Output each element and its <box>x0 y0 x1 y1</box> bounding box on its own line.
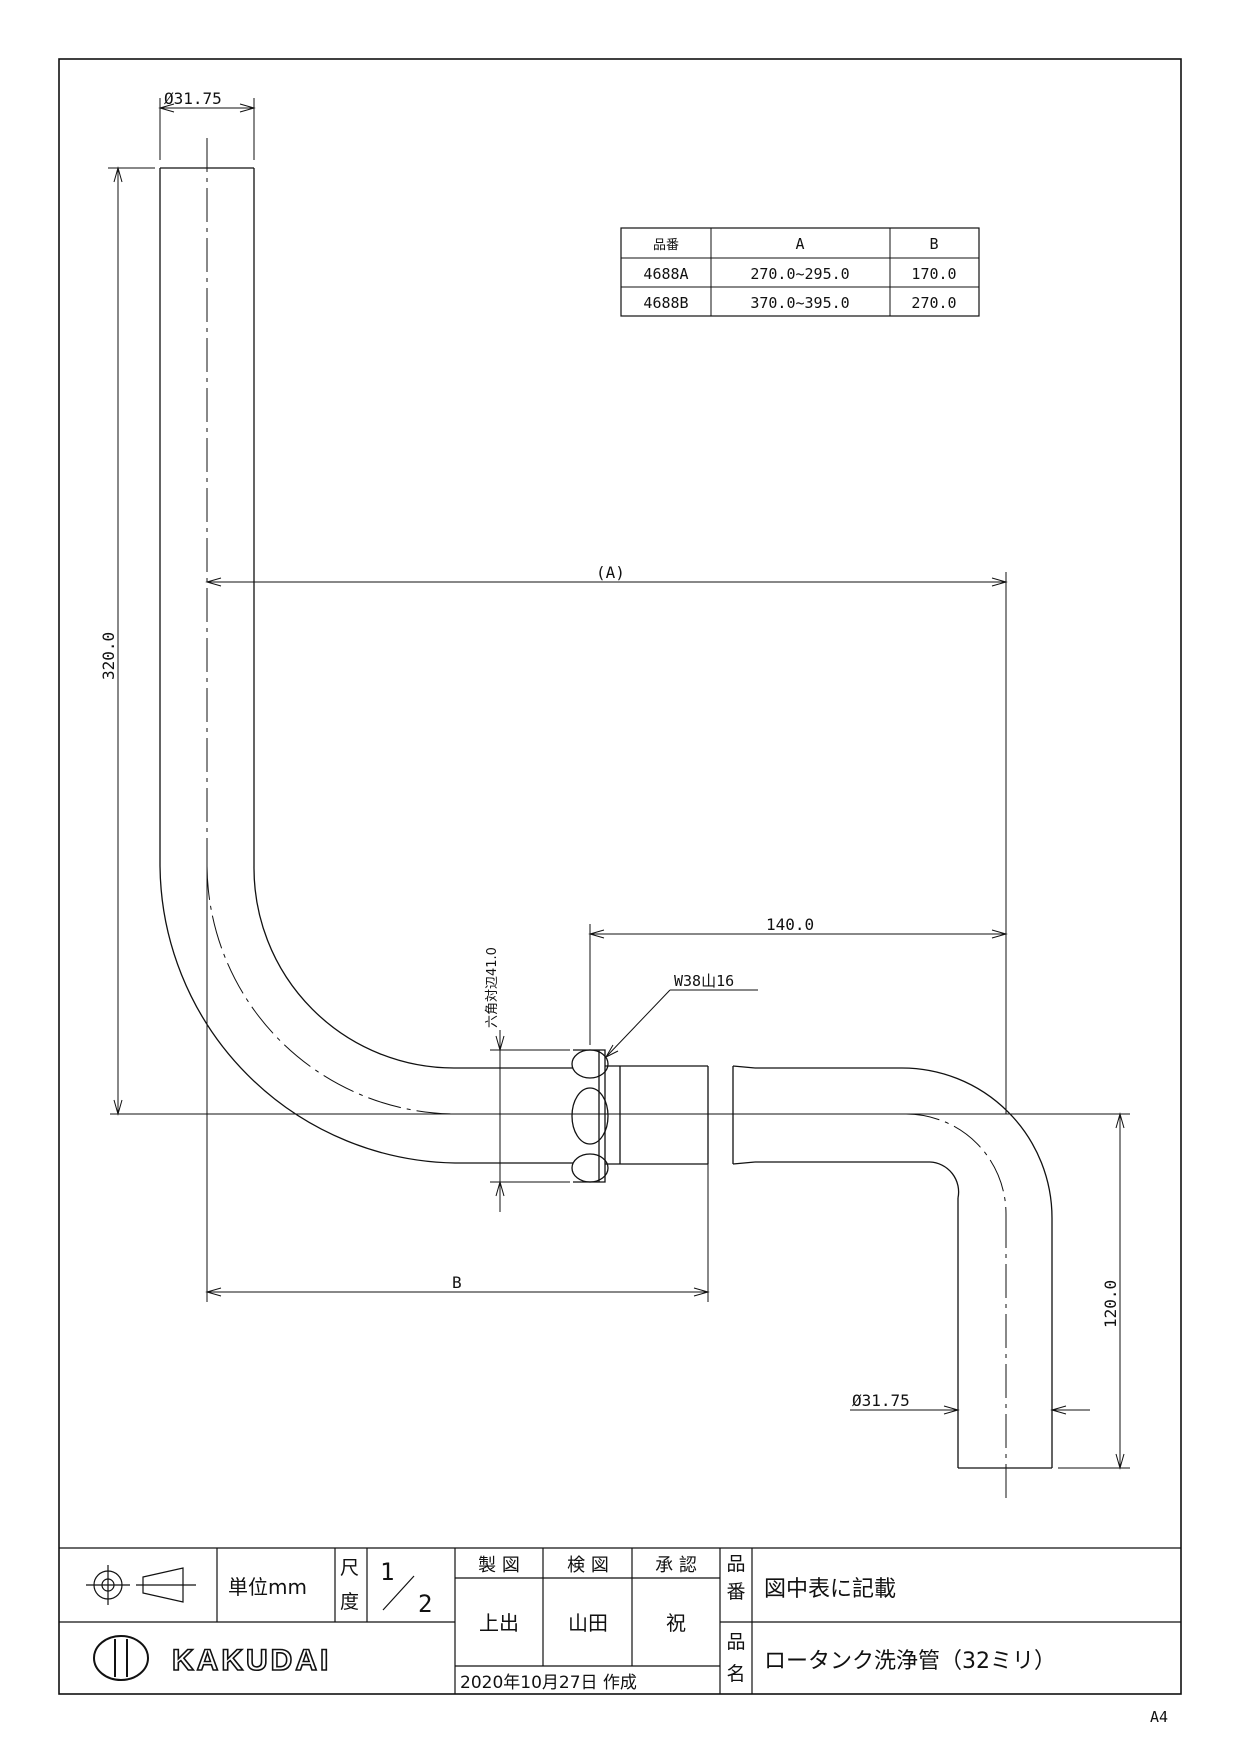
table-cell: 270.0~295.0 <box>750 265 849 283</box>
table-cell: 170.0 <box>911 265 956 283</box>
top-diameter-label: Ø31.75 <box>164 89 222 108</box>
drawn-by: 上出 <box>479 1611 519 1635</box>
approved-by: 祝 <box>666 1611 686 1635</box>
thread-label: W38山16 <box>674 972 734 990</box>
checked-by: 山田 <box>568 1611 608 1635</box>
checked-label: 検 図 <box>567 1555 609 1576</box>
paper-size-label: A4 <box>1150 1708 1168 1726</box>
part-no-value: 図中表に記載 <box>764 1577 896 1602</box>
kakudai-logo-icon <box>93 1635 149 1681</box>
drawn-label: 製 図 <box>478 1555 520 1576</box>
scale-denominator: 2 <box>418 1590 432 1618</box>
span-140-label: 140.0 <box>766 915 814 934</box>
height-left-label: 320.0 <box>99 632 118 680</box>
part-name-label: 名 <box>726 1663 745 1685</box>
part-name-value: ロータンク洗浄管（32ミリ） <box>764 1649 1056 1674</box>
title-block <box>59 1547 1181 1694</box>
table-cell: 4688A <box>643 265 688 283</box>
scale-label: 尺 <box>340 1557 359 1579</box>
bottom-diameter-label: Ø31.75 <box>852 1391 910 1410</box>
scale-label: 度 <box>340 1591 359 1613</box>
scale-fraction-bar <box>382 1575 415 1611</box>
center-lines <box>206 138 1007 1500</box>
spec-table: 品番 A B 4688A 270.0~295.0 170.0 4688B 370… <box>620 227 980 317</box>
part-no-label: 番 <box>726 1581 745 1603</box>
unit-label: 単位mm <box>228 1575 307 1599</box>
hex-width-label: 六角対辺41.0 <box>485 947 500 1028</box>
third-angle-projection-icon <box>86 1565 196 1605</box>
company-logo-text: KAKUDAI <box>172 1644 331 1677</box>
table-header-b: B <box>929 235 938 253</box>
height-right-label: 120.0 <box>1101 1280 1120 1328</box>
table-header-a: A <box>795 235 804 253</box>
sheet-border <box>58 58 1182 1695</box>
table-cell: 4688B <box>643 294 688 312</box>
pipe-drawing <box>159 167 1053 1469</box>
table-cell: 370.0~395.0 <box>750 294 849 312</box>
approved-label: 承 認 <box>655 1555 697 1576</box>
part-no-label: 品 <box>726 1553 745 1575</box>
part-name-label: 品 <box>726 1631 745 1653</box>
scale-numerator: 1 <box>380 1558 394 1586</box>
table-cell: 270.0 <box>911 294 956 312</box>
span-a-label: (A) <box>596 563 625 582</box>
arrowheads <box>113 103 1125 1470</box>
dimension-lines <box>108 98 1130 1469</box>
span-b-label: B <box>452 1273 462 1292</box>
table-header-part-no: 品番 <box>653 238 679 253</box>
date-created: 2020年10月27日 作成 <box>460 1673 637 1693</box>
